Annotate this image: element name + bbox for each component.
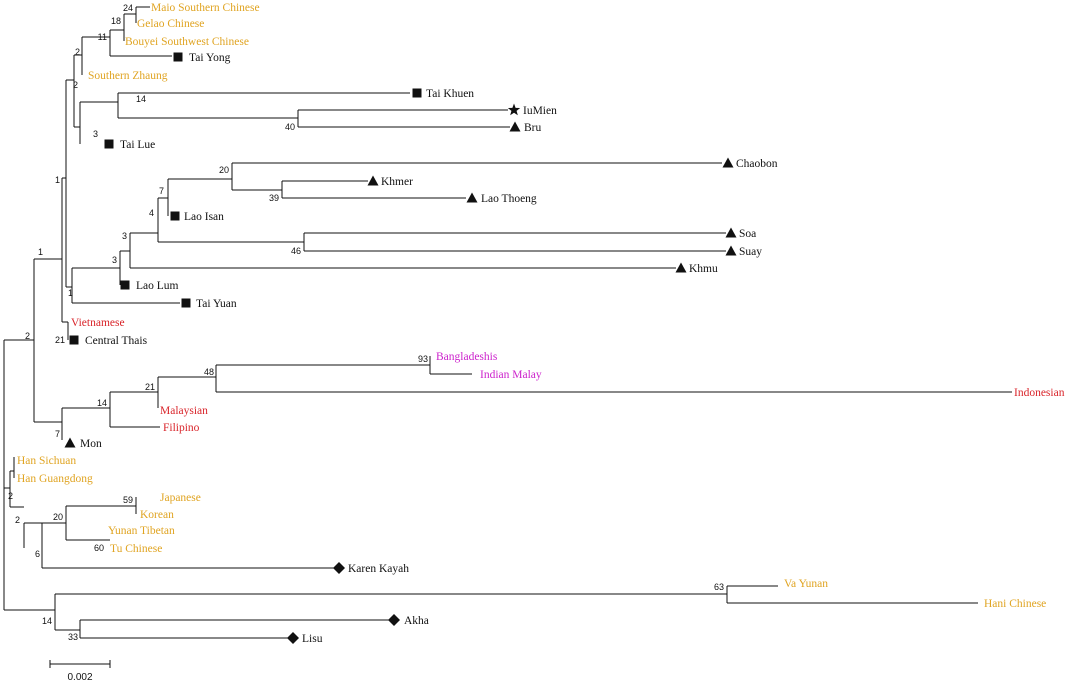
triangle-icon: [722, 157, 734, 168]
tip-label-maio: Maio Southern Chinese: [151, 2, 260, 14]
scale-bar-label: 0.002: [67, 672, 92, 682]
triangle-icon: [466, 192, 478, 203]
tip-label-akha: Akha: [404, 615, 429, 627]
bootstrap-value: 46: [291, 246, 301, 256]
triangle-icon: [725, 245, 737, 256]
tip-label-japanese: Japanese: [160, 492, 201, 504]
tip-label-karen: Karen Kayah: [348, 563, 409, 575]
bootstrap-value: 2: [25, 331, 30, 341]
bootstrap-value: 93: [418, 354, 428, 364]
tip-label-vayunan: Va Yunan: [784, 578, 828, 590]
tip-label-khmer: Khmer: [381, 176, 413, 188]
star-icon: [507, 103, 521, 116]
bootstrap-value: 1: [55, 175, 60, 185]
diamond-icon: [388, 614, 400, 626]
bootstrap-value: 24: [123, 3, 133, 13]
bootstrap-value: 4: [149, 208, 154, 218]
bootstrap-value: 60: [94, 543, 104, 553]
square-icon: [69, 335, 79, 345]
bootstrap-value: 11: [98, 32, 107, 42]
bootstrap-value: 2: [73, 80, 78, 90]
diamond-icon: [287, 632, 299, 644]
tip-label-taiyong: Tai Yong: [189, 52, 231, 64]
tip-label-bangla: Bangladeshis: [436, 351, 498, 363]
bootstrap-value: 7: [159, 186, 164, 196]
tip-label-iumien: IuMien: [523, 105, 557, 117]
bootstrap-value: 3: [93, 129, 98, 139]
tip-label-centralthai: Central Thais: [85, 335, 148, 347]
bootstrap-value: 14: [42, 616, 52, 626]
bootstrap-value: 59: [123, 495, 133, 505]
bootstrap-value: 63: [714, 582, 724, 592]
tip-label-taiyuan: Tai Yuan: [196, 298, 237, 310]
bootstrap-value: 6: [35, 549, 40, 559]
tip-label-taikhuen: Tai Khuen: [426, 88, 474, 100]
scale-bar: 0.002: [49, 660, 111, 682]
tip-label-laothoeng: Lao Thoeng: [481, 193, 537, 205]
tip-markers: [64, 52, 737, 644]
bootstrap-value: 7: [55, 429, 60, 439]
square-icon: [120, 280, 130, 290]
tip-label-gelao: Gelao Chinese: [137, 18, 204, 30]
tip-label-malaysian: Malaysian: [160, 405, 208, 417]
bootstrap-value: 1: [68, 288, 73, 298]
tip-label-yunantib: Yunan Tibetan: [108, 525, 175, 537]
bootstrap-value: 21: [55, 335, 65, 345]
tip-label-bru: Bru: [524, 122, 542, 134]
tip-label-laolum: Lao Lum: [136, 280, 179, 292]
tip-label-indmalay: Indian Malay: [480, 369, 542, 381]
triangle-icon: [367, 175, 379, 186]
tip-label-filipino: Filipino: [163, 422, 200, 434]
square-icon: [412, 88, 422, 98]
bootstrap-value: 20: [219, 165, 229, 175]
bootstrap-value: 33: [68, 632, 78, 642]
bootstrap-value: 2: [75, 47, 80, 57]
tip-label-khmu: Khmu: [689, 263, 718, 275]
tip-label-korean: Korean: [140, 509, 174, 521]
bootstrap-value: 14: [97, 398, 107, 408]
bootstrap-value: 3: [122, 231, 127, 241]
square-icon: [170, 211, 180, 221]
tip-label-mon: Mon: [80, 438, 102, 450]
tip-label-hani: Hani Chinese: [984, 598, 1046, 610]
tip-label-bouyei: Bouyei Southwest Chinese: [125, 36, 249, 48]
bootstrap-value: 20: [53, 512, 63, 522]
bootstrap-value: 48: [204, 367, 214, 377]
triangle-icon: [725, 227, 737, 238]
square-icon: [104, 139, 114, 149]
tip-label-suay: Suay: [739, 246, 762, 258]
bootstrap-value: 40: [285, 122, 295, 132]
triangle-icon: [675, 262, 687, 273]
bootstrap-value: 14: [136, 94, 146, 104]
square-icon: [173, 52, 183, 62]
tip-label-laoisan: Lao Isan: [184, 211, 224, 223]
tip-label-soa: Soa: [739, 228, 756, 240]
bootstrap-value: 18: [111, 16, 121, 26]
tip-label-chaobon: Chaobon: [736, 158, 778, 170]
tip-label-vietnamese: Vietnamese: [71, 317, 125, 329]
tip-label-tailue: Tai Lue: [120, 139, 155, 151]
bootstrap-value: 3: [112, 255, 117, 265]
tree-branches: [3, 6, 1012, 639]
tip-label-hansichuan: Han Sichuan: [17, 455, 76, 467]
bootstrap-value: 2: [8, 491, 13, 501]
tip-label-hanguang: Han Guangdong: [17, 473, 93, 485]
diamond-icon: [333, 562, 345, 574]
tip-label-indonesian: Indonesian: [1014, 387, 1065, 399]
bootstrap-value: 39: [269, 193, 279, 203]
tip-label-tuchinese: Tu Chinese: [110, 543, 162, 555]
triangle-icon: [509, 121, 521, 132]
bootstrap-value: 2: [15, 515, 20, 525]
triangle-icon: [64, 437, 76, 448]
bootstrap-value: 1: [38, 247, 43, 257]
tip-label-lisu: Lisu: [302, 633, 323, 645]
square-icon: [181, 298, 191, 308]
tip-label-szhuang: Southern Zhaung: [88, 70, 168, 82]
bootstrap-value: 21: [145, 382, 155, 392]
